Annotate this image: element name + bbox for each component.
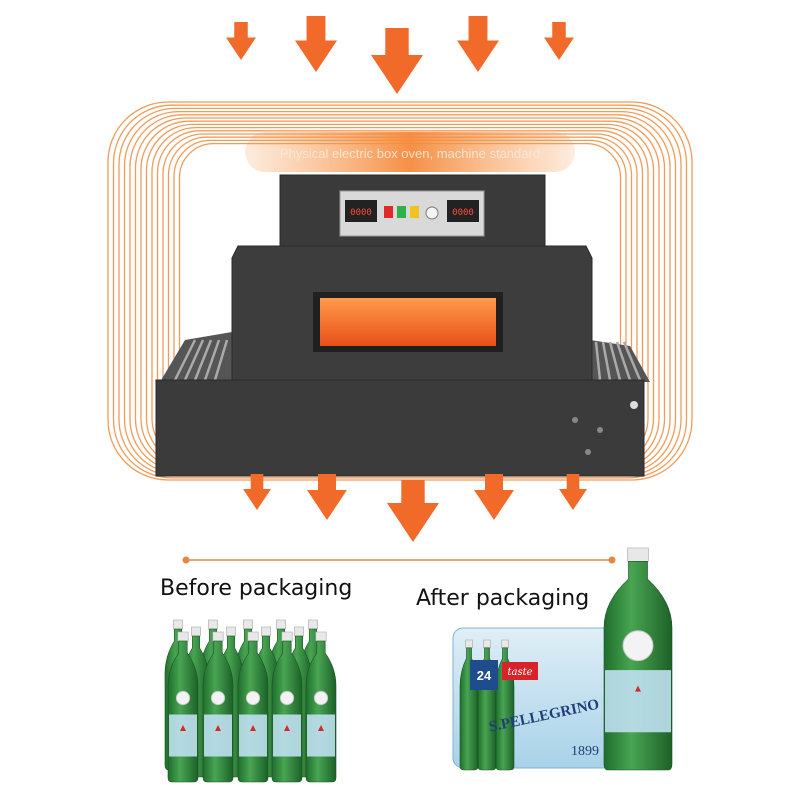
packaged-bottle-bundle: 24 taste S.PELLEGRINO 1899 [452,627,614,771]
down-arrow-icon [243,474,271,510]
banner-text: Physical electric box oven, machine stan… [280,146,540,161]
down-arrow-icon [295,16,337,72]
feature-banner: Physical electric box oven, machine stan… [245,132,575,172]
water-bottle [271,631,303,783]
after-packaging-label: After packaging [416,586,590,611]
water-bottle [237,631,269,783]
base-bolt [597,427,603,433]
down-arrow-icon [544,22,574,60]
heat-wave-line [112,104,688,479]
heat-arrows [226,16,587,542]
pack-count: 24 [477,668,492,683]
right-display-value: 0000 [452,208,474,218]
water-bottle [167,631,199,783]
down-arrow-icon [371,28,423,94]
speed-knob [425,206,439,220]
power-switch [630,401,638,409]
water-bottle [603,547,673,771]
red-switch [384,206,393,218]
pack-year: 1899 [571,744,599,759]
left-temperature-display [345,200,377,222]
down-arrow-icon [387,480,439,542]
base-bolt [585,449,591,455]
water-bottle [305,631,337,783]
down-arrow-icon [474,474,514,520]
conveyor-rollers-left [160,332,232,382]
green-switch [397,206,406,218]
comparison-divider [182,556,616,564]
down-arrow-icon [559,474,587,510]
pack-tag [502,662,538,680]
right-temperature-display [447,200,479,222]
left-display-value: 0000 [350,208,372,218]
bottles-before-packaging [164,619,337,783]
single-bottle [603,547,673,771]
water-bottle [202,631,234,783]
heat-wave-line [107,101,693,481]
base-bolt [572,417,578,423]
pack-count-badge [470,660,498,690]
before-packaging-label: Before packaging [160,576,353,601]
shrink-tunnel-machine: 0000 0000 [155,174,650,477]
chamber-window-glow [320,298,496,346]
yellow-switch [410,206,419,218]
down-arrow-icon [457,16,499,72]
pack-tag-text: taste [507,667,532,678]
conveyor-rollers-right [590,340,650,382]
down-arrow-icon [307,474,347,520]
down-arrow-icon [226,22,256,60]
machine-base [155,379,645,477]
